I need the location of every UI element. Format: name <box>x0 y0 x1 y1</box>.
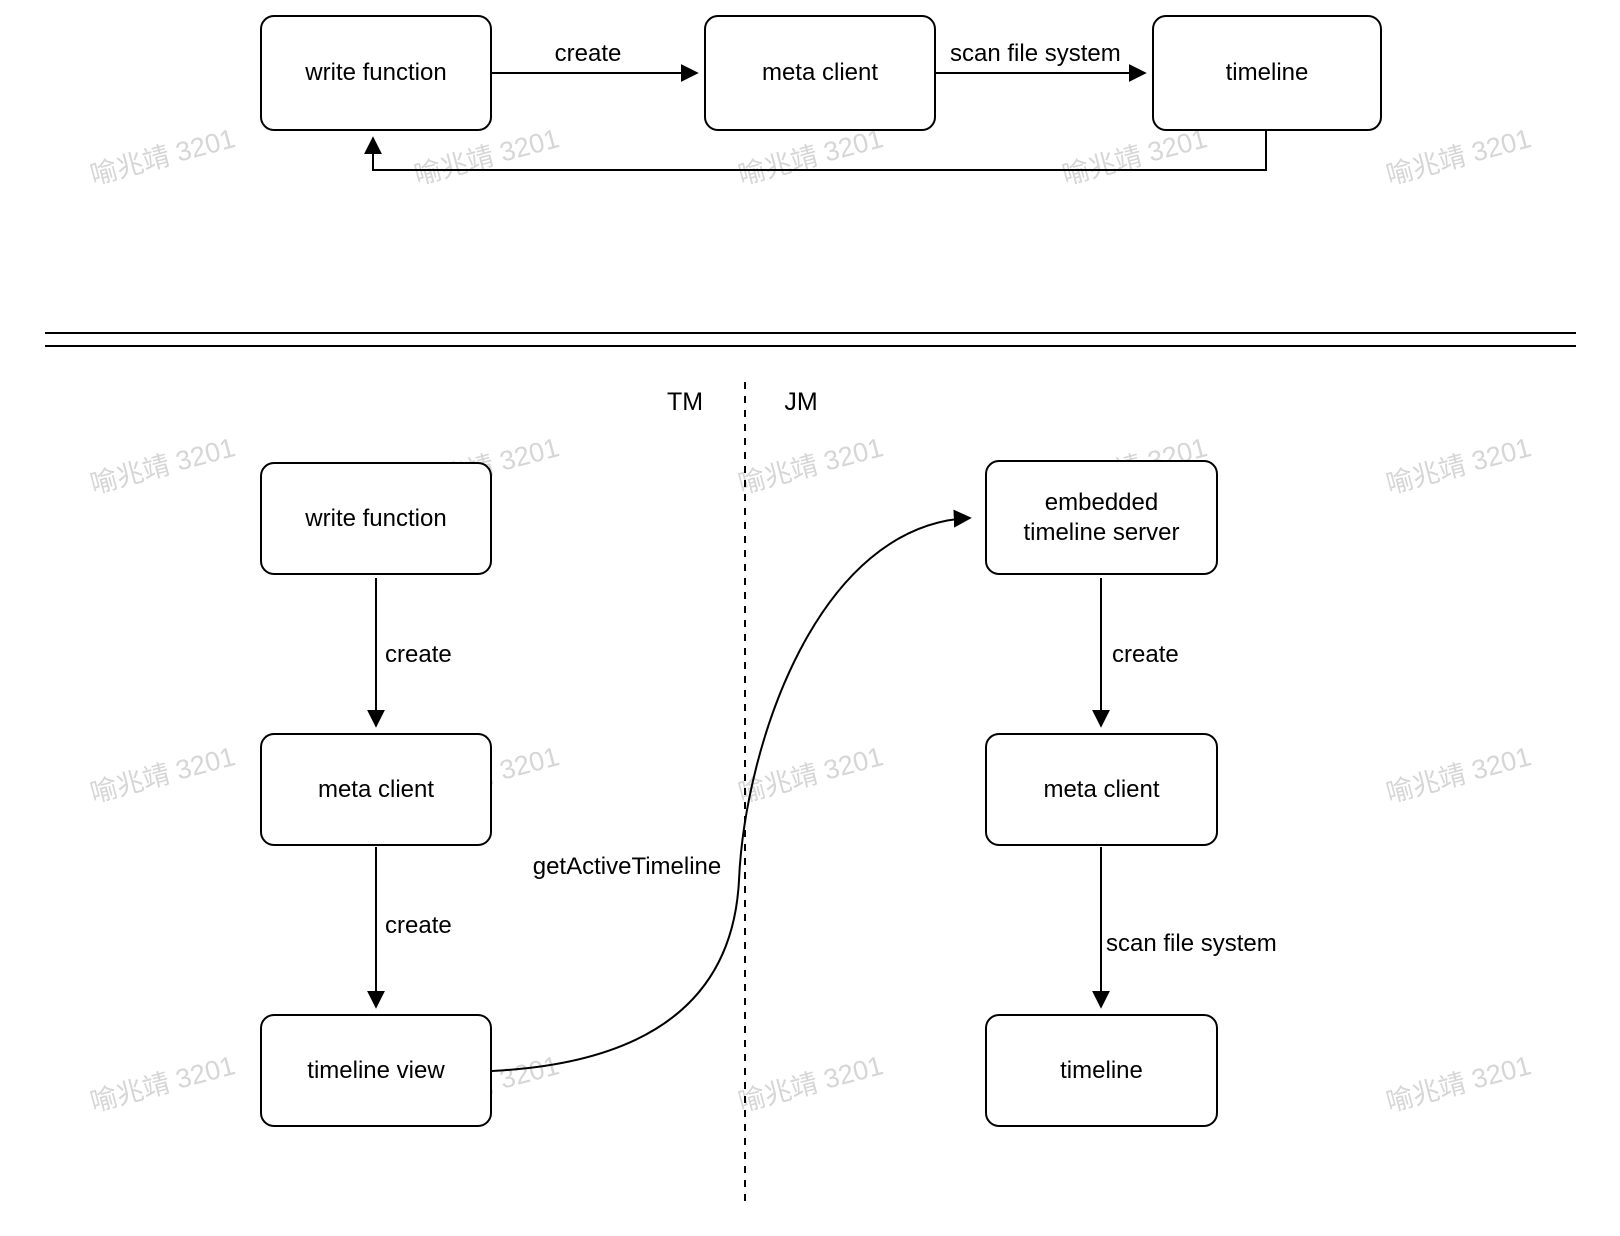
node-left-timeline-view: timeline view <box>260 1014 492 1127</box>
node-label: meta client <box>1043 775 1160 803</box>
node-left-write-function: write function <box>260 462 492 575</box>
lane-label-tm: TM <box>666 388 704 416</box>
node-right-meta-client: meta client <box>985 733 1218 846</box>
edge-top-feedback <box>364 131 1267 171</box>
node-label: embedded timeline server <box>1023 488 1180 546</box>
edge-label-right-scan-file-system: scan file system <box>1106 930 1277 957</box>
node-right-embedded-timeline-server: embedded timeline server <box>985 460 1218 575</box>
node-label: timeline <box>1060 1056 1143 1084</box>
edge-label-top-create: create <box>554 40 622 67</box>
edge-label-get-active-timeline: getActiveTimeline <box>532 853 722 880</box>
node-label: timeline <box>1225 59 1309 86</box>
node-label: write function <box>305 59 447 86</box>
node-left-meta-client: meta client <box>260 733 492 846</box>
node-top-meta-client: meta client <box>704 15 936 131</box>
edge-get-active-timeline <box>491 509 972 1072</box>
node-top-timeline: timeline <box>1152 15 1382 131</box>
node-top-write-function: write function <box>260 15 492 131</box>
edge-label-left-create-1: create <box>385 641 452 668</box>
node-label: meta client <box>761 59 879 86</box>
lane-label-jm: JM <box>784 388 818 416</box>
node-label: timeline view <box>307 1056 445 1084</box>
edge-label-left-create-2: create <box>385 912 452 939</box>
edge-label-right-create: create <box>1112 641 1179 668</box>
node-label: write function <box>305 504 447 532</box>
edge-label-top-scan-file-system: scan file system <box>950 40 1121 67</box>
node-right-timeline: timeline <box>985 1014 1218 1127</box>
node-label: meta client <box>317 775 435 803</box>
